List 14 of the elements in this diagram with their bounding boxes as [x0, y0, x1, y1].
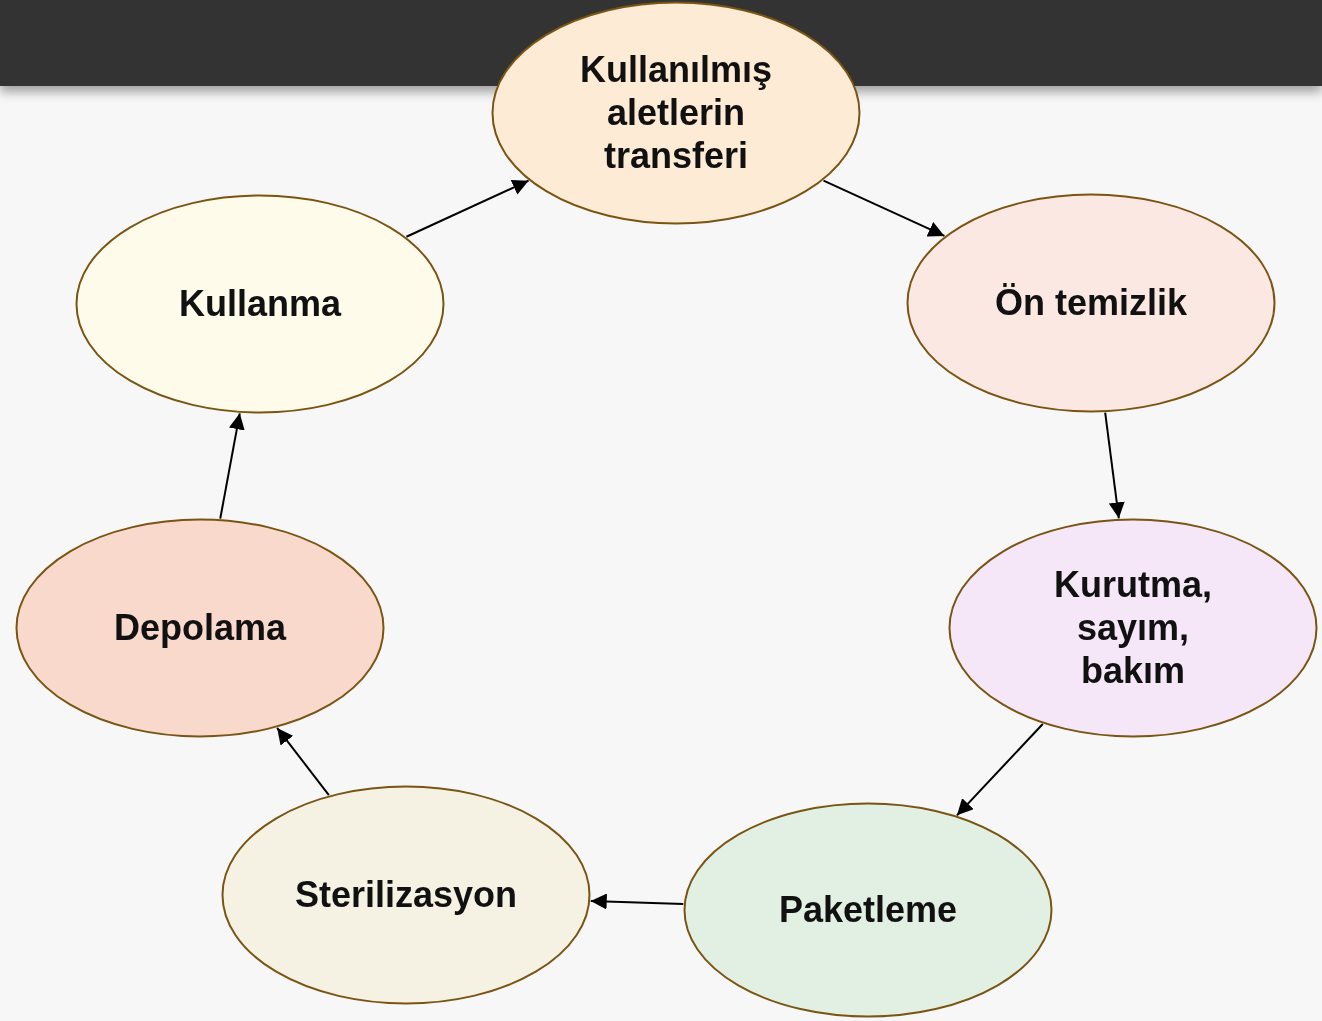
stage-label: Kullanma	[177, 282, 343, 326]
stage-label: Kurutma, sayım, bakım	[1053, 563, 1213, 693]
arrow	[219, 412, 245, 520]
stage-label: Ön temizlik	[993, 281, 1188, 325]
stage-label: Kullanılmış aletlerin transferi	[578, 48, 773, 178]
arrow	[822, 179, 946, 237]
stage-label: Paketleme	[777, 888, 959, 932]
arrow	[1104, 411, 1125, 520]
arrow	[956, 723, 1044, 817]
arrow	[276, 727, 330, 796]
arrow	[405, 179, 530, 238]
arrow	[589, 893, 685, 910]
stage-label: Sterilizasyon	[293, 873, 519, 917]
stage-label: Depolama	[112, 606, 288, 650]
